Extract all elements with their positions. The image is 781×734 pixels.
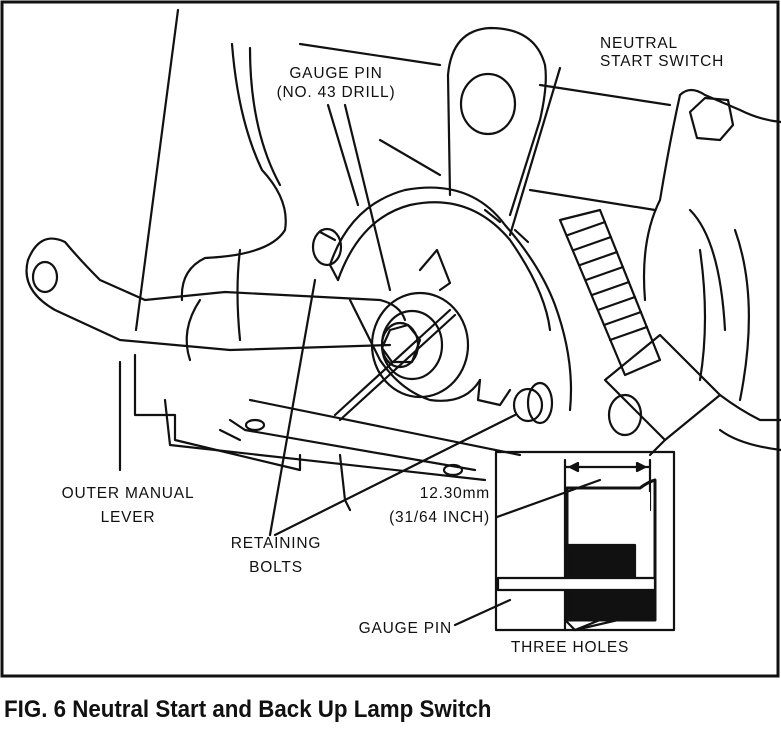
label-outer-manual-1: OUTER MANUAL	[62, 485, 195, 502]
label-gauge-pin-bottom: GAUGE PIN	[359, 620, 452, 637]
transmission-case	[134, 8, 781, 402]
switch-base-plate	[133, 353, 522, 512]
harness-connector	[603, 333, 781, 457]
retaining-bolt-lower	[512, 381, 554, 425]
figure-caption: FIG. 6 Neutral Start and Back Up Lamp Sw…	[4, 696, 492, 723]
inset-detail	[494, 450, 676, 632]
figure-border	[0, 0, 780, 678]
wire-harness-spring	[558, 208, 662, 377]
outer-manual-lever	[25, 237, 407, 352]
label-gauge-pin-top-1: GAUGE PIN	[289, 65, 382, 82]
leader-lines	[118, 66, 602, 627]
mounting-ear	[446, 26, 547, 217]
switch-diagram: GAUGE PIN (NO. 43 DRILL) NEUTRAL START S…	[0, 0, 781, 678]
label-three-holes: THREE HOLES	[511, 639, 629, 656]
label-retaining-bolts-1: RETAINING	[231, 535, 321, 552]
label-retaining-bolts-2: BOLTS	[249, 559, 303, 576]
label-neutral-start-1: NEUTRAL	[600, 35, 678, 52]
label-gauge-pin-top-2: (NO. 43 DRILL)	[277, 84, 396, 101]
hex-bolt-top-right	[688, 96, 735, 142]
label-neutral-start-2: START SWITCH	[600, 53, 724, 70]
gauge-pin-rod	[333, 308, 457, 422]
neutral-start-switch-body	[328, 186, 573, 412]
label-dimension-inch: (31/64 INCH)	[389, 509, 490, 526]
diagram-frame: GAUGE PIN (NO. 43 DRILL) NEUTRAL START S…	[0, 0, 781, 678]
label-outer-manual-2: LEVER	[101, 509, 156, 526]
retaining-bolt-upper	[311, 227, 343, 267]
label-dimension-mm: 12.30mm	[420, 485, 490, 502]
